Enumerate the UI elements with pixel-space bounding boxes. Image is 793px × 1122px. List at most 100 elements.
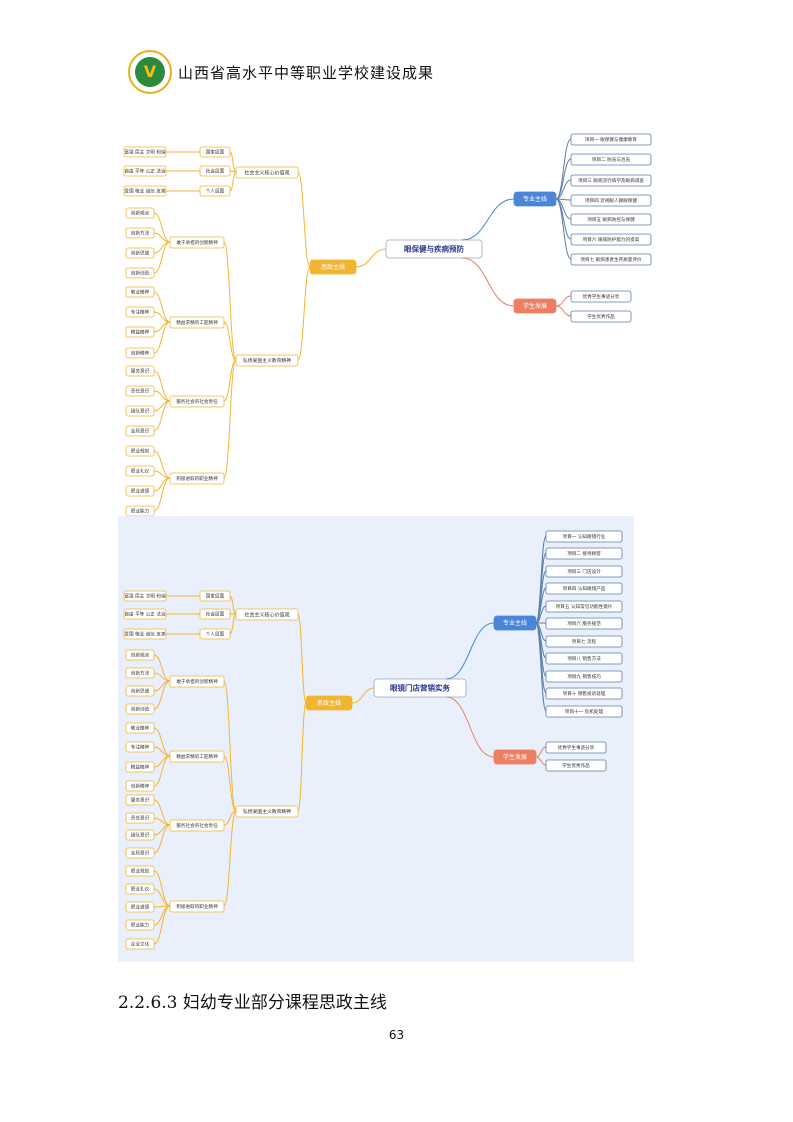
connector-line — [297, 702, 307, 812]
spirit-item-label-box — [125, 865, 155, 877]
spirit-item-label-box — [125, 347, 155, 359]
connector-line — [153, 824, 171, 854]
project-item-label: 项目三 眼病流行病学及眼病调查 — [578, 177, 644, 184]
central-topic: 眼镜门店营销实务 — [390, 683, 450, 693]
spirit-item-label-box — [125, 938, 155, 950]
connector-line — [153, 321, 171, 354]
connector-line — [153, 905, 171, 945]
spirit-item-label: 专注精神 — [131, 744, 150, 751]
professional-branch-label: 专业主线 — [503, 619, 527, 627]
project-item-label: 项目六 眼病防护能力的提高 — [583, 236, 640, 243]
spirit-group-label: 敢于承担的创新精神 — [176, 239, 218, 246]
project-item-label-box — [545, 582, 623, 595]
spirit-item-label: 服务意识 — [131, 368, 150, 375]
spirit-item-label: 职业礼仪 — [131, 468, 150, 475]
values-words-box — [123, 146, 167, 158]
connector-line — [223, 810, 237, 907]
project-item-label-box — [570, 153, 652, 166]
spirit-item-label-box — [125, 326, 155, 338]
connector-line — [153, 291, 171, 323]
project-item-label-box — [545, 635, 623, 648]
project-item-label: 项目六 服务规范 — [567, 620, 601, 627]
connector-line — [229, 171, 237, 192]
spirit-item-label: 全局意识 — [131, 850, 150, 857]
project-item-label: 项目十 销售投诉处理 — [563, 690, 606, 697]
header-title: 山西省高水平中等职业学校建设成果 — [178, 63, 435, 82]
project-item-label: 项目七 眼病患者生存质量评价 — [580, 256, 642, 263]
spirit-item-label: 职业道德 — [131, 488, 150, 495]
spirit-item-label-box — [125, 883, 155, 895]
project-item-label: 项目五 认知常见功能性镜片 — [556, 603, 613, 610]
student-item-label: 学生优秀作品 — [562, 762, 590, 769]
connector-line — [297, 613, 307, 704]
spirit-item-label-box — [125, 703, 155, 715]
project-item-label-box — [545, 617, 623, 630]
connector-line — [153, 390, 171, 402]
spirit-item-label-box — [125, 667, 155, 679]
values-words: 自由 平等 公正 法治 — [124, 168, 166, 175]
values-words: 富强 民主 文明 和谐 — [124, 149, 166, 156]
spirit-item-label-box — [125, 829, 155, 841]
project-item-label-box — [545, 687, 623, 700]
spirit-item-label-box — [125, 761, 155, 773]
project-item-label-box — [545, 705, 623, 718]
project-item-label-box — [545, 670, 623, 683]
values-words-box — [123, 165, 167, 177]
student-item-label-box — [570, 310, 632, 323]
student-item-label: 优秀学生事迹分享 — [583, 293, 620, 300]
values-words: 自由 平等 公正 法治 — [124, 611, 166, 618]
connector-line — [555, 295, 572, 307]
project-item-label-box — [570, 133, 652, 146]
project-item-label-box — [570, 253, 652, 266]
project-item-label: 项目九 销售技巧 — [567, 673, 601, 680]
spirit-item-label-box — [125, 741, 155, 753]
spirit-item-label: 创新思维 — [131, 250, 150, 257]
spirit-item-label-box — [125, 812, 155, 824]
spirit-item-label: 专注精神 — [131, 309, 150, 316]
connector-line — [555, 179, 572, 200]
spirit-item-label: 敬业精神 — [131, 289, 150, 296]
connector-line — [229, 613, 237, 635]
spirit-item-label: 职业能力 — [131, 922, 150, 929]
spirit-item-label: 精益精神 — [131, 329, 150, 336]
spirit-item-label-box — [125, 247, 155, 259]
student-item-label: 优秀学生事迹分享 — [558, 744, 595, 751]
spirit-item-label-box — [125, 485, 155, 497]
project-item-label-box — [545, 600, 623, 613]
connector-line — [153, 212, 171, 243]
spirit-item-label: 创新精神 — [131, 350, 150, 357]
connector-line — [153, 400, 171, 432]
student-item-label-box — [545, 741, 607, 754]
project-item-label-box — [570, 194, 652, 207]
project-item-label: 项目七 流程 — [572, 638, 597, 645]
student-item-label-box — [545, 759, 607, 772]
connector-line — [355, 248, 387, 268]
spirit-group-label: 积极进取的职业精神 — [176, 903, 218, 910]
connector-line — [555, 198, 572, 240]
connector-line — [153, 799, 171, 826]
connector-line — [153, 680, 171, 710]
project-item-label: 项目十一 危机处理 — [565, 708, 604, 715]
spirit-item-label: 创新创造 — [131, 706, 150, 713]
spirit-group-label: 敢于承担的创新精神 — [176, 678, 218, 685]
connector-line — [153, 755, 171, 787]
values-words: 爱国 敬业 诚信 友善 — [124, 188, 166, 195]
student-item-label: 学生优秀作品 — [587, 313, 615, 320]
connector-line — [535, 622, 547, 712]
values-level-label: 社会层面 — [206, 611, 225, 618]
connector-line — [229, 151, 237, 173]
connector-line — [153, 746, 171, 757]
spirit-node-label: 弘扬爱国主义教育精神 — [243, 808, 291, 815]
connector-line — [153, 477, 171, 512]
connector-line — [223, 321, 237, 361]
spirit-group-label: 积极进取的职业精神 — [176, 475, 218, 482]
connector-line — [153, 241, 171, 274]
spirit-item-label-box — [125, 227, 155, 239]
spirit-item-label: 创新创造 — [131, 270, 150, 277]
spirit-item-label: 职业能力 — [131, 508, 150, 515]
ideology-branch-label: 思政主线 — [321, 263, 345, 271]
connector-line — [153, 232, 171, 243]
connector-line — [461, 257, 515, 307]
